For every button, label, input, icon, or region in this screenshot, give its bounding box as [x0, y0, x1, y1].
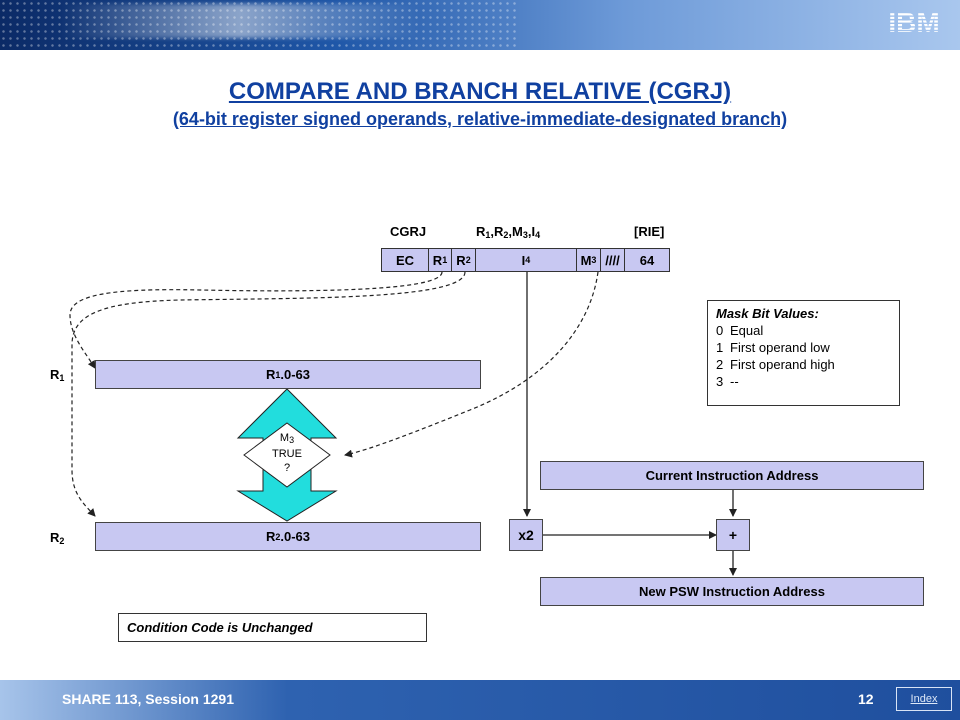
condition-code-note: Condition Code is Unchanged	[118, 613, 427, 642]
field-opcode-ext: 64	[624, 248, 670, 272]
mask-item: 3--	[716, 374, 739, 389]
banner-light-streak	[60, 4, 420, 38]
mask-title: Mask Bit Values:	[716, 306, 819, 321]
field-unused: ////	[600, 248, 625, 272]
footer-session: SHARE 113, Session 1291	[62, 691, 234, 707]
current-instruction-address: Current Instruction Address	[540, 461, 924, 490]
multiply-by-two: x2	[509, 519, 543, 551]
m3-decision-diamond	[243, 422, 331, 488]
footer-bar	[0, 680, 960, 720]
page-title: COMPARE AND BRANCH RELATIVE (CGRJ)	[228, 78, 732, 105]
r2-label: R2	[50, 530, 65, 546]
page-number: 12	[858, 691, 874, 707]
format-operands: R1,R2,M3,I4	[476, 224, 541, 240]
r1-label: R1	[50, 367, 65, 383]
format-type: [RIE]	[634, 224, 665, 239]
format-mnemonic: CGRJ	[390, 224, 427, 239]
new-psw-instruction-address: New PSW Instruction Address	[540, 577, 924, 606]
decision-text: M3 TRUE ?	[272, 432, 302, 474]
svg-text:IBM: IBM	[888, 7, 939, 36]
page-subtitle: (64-bit register signed operands, relati…	[172, 109, 788, 129]
adder: +	[716, 519, 750, 551]
index-link[interactable]: Index	[896, 687, 952, 711]
m3-field-connector	[344, 271, 599, 458]
ibm-logo: IBM	[888, 7, 939, 36]
r1-field-connector	[69, 271, 443, 369]
header-banner	[0, 0, 960, 50]
